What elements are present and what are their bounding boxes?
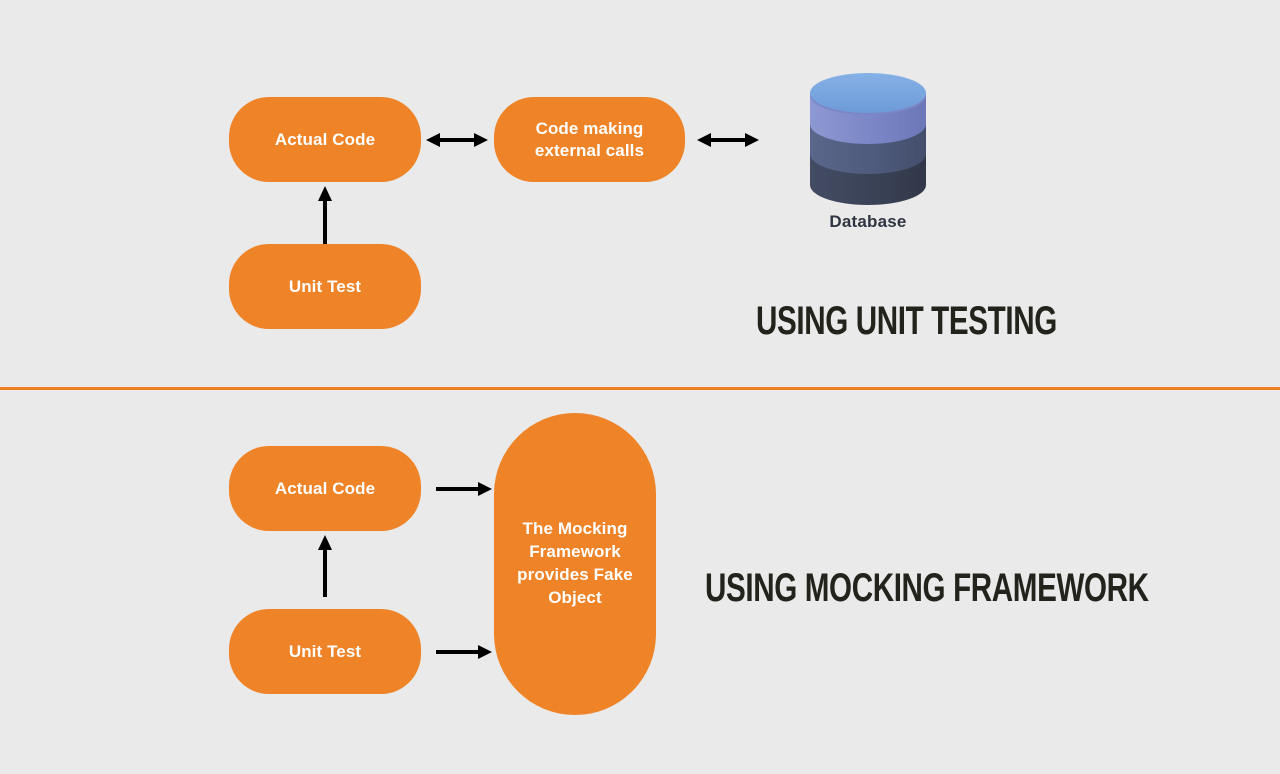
node-label: Unit Test <box>288 641 362 661</box>
section-title-unit-testing: Using Unit Testing <box>756 299 1057 343</box>
arrow-unit-test-to-actual-code-top <box>313 186 337 248</box>
database-label: Database <box>829 212 907 231</box>
node-unit-test-top: Unit Test <box>229 244 421 329</box>
arrow-unit-test-to-mock <box>436 640 492 664</box>
arrow-actual-code-to-external-calls <box>426 128 488 152</box>
node-label: Actual Code <box>274 478 376 498</box>
section-divider <box>0 387 1280 390</box>
arrow-unit-test-to-actual-code-bottom <box>313 535 337 597</box>
node-actual-code-top: Actual Code <box>229 97 421 182</box>
arrow-external-calls-to-database <box>697 128 759 152</box>
database-node: Database <box>798 62 938 242</box>
arrow-actual-code-to-mock <box>436 477 492 501</box>
node-label: Code making external calls <box>534 118 645 160</box>
node-unit-test-bottom: Unit Test <box>229 609 421 694</box>
node-actual-code-bottom: Actual Code <box>229 446 421 531</box>
node-label: Unit Test <box>288 276 362 296</box>
node-mock-pill: The Mocking Framework provides Fake Obje… <box>494 413 656 715</box>
database-icon <box>810 73 926 205</box>
section-title-mocking-framework: Using Mocking Framework <box>705 566 1149 610</box>
node-code-making-external-calls: Code making external calls <box>494 97 685 182</box>
node-label: Actual Code <box>274 129 376 149</box>
node-label: The Mocking Framework provides Fake Obje… <box>517 519 633 607</box>
